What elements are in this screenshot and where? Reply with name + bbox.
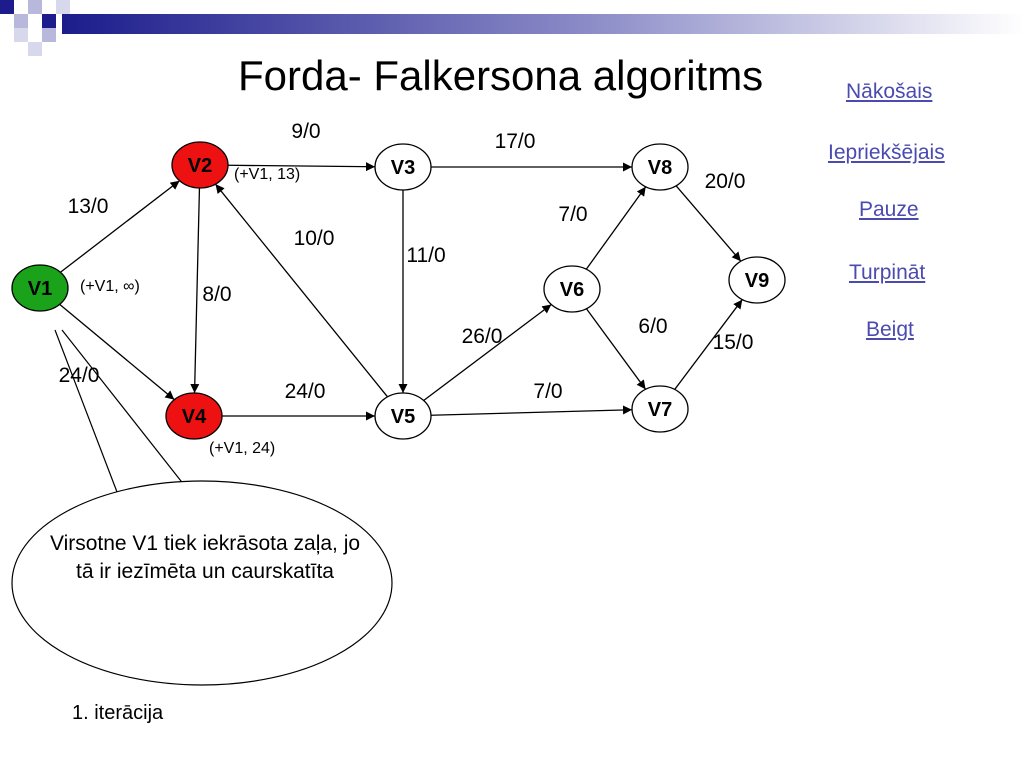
edge-label-v3-v5: 11/0 bbox=[406, 244, 445, 267]
next-link[interactable]: Nākošais bbox=[846, 80, 933, 103]
edge-labels-layer: 13/0 24/0 9/0 8/0 10/0 11/0 17/0 24/0 26/0 7/0 7/0… bbox=[59, 120, 754, 403]
edge-label-v5-v6: 26/0 bbox=[462, 325, 503, 348]
callout-tail-right bbox=[61, 329, 193, 496]
callout-text: Virsotne V1 tiek iekrāsota zaļa, jo tā i… bbox=[49, 532, 361, 583]
edge-label-v5-v2: 10/0 bbox=[294, 227, 335, 250]
edge-v5-v6 bbox=[423, 304, 552, 401]
header-decoration bbox=[0, 0, 1024, 56]
callout-bubble bbox=[11, 329, 393, 686]
node-label-v8: V8 bbox=[648, 157, 672, 179]
edge-v5-v2 bbox=[214, 183, 389, 398]
node-mark-v1: (+V1, ∞) bbox=[80, 278, 140, 295]
edge-v1-v2 bbox=[60, 180, 180, 273]
edge-v5-v7 bbox=[430, 405, 633, 416]
callout-ellipse bbox=[11, 480, 393, 686]
pause-link[interactable]: Pauze bbox=[859, 198, 919, 221]
node-marks-layer: (+V1, ∞) (+V1, 13) (+V1, 24) bbox=[80, 166, 300, 457]
deco-square bbox=[14, 14, 28, 28]
edge-label-v2-v3: 9/0 bbox=[291, 120, 320, 143]
edge-label-v2-v4: 8/0 bbox=[202, 283, 231, 306]
deco-square bbox=[28, 0, 42, 14]
callout-tail-left bbox=[54, 329, 123, 506]
node-v9 bbox=[728, 256, 786, 304]
edge-label-v5-v7: 7/0 bbox=[533, 380, 562, 403]
edge-v1-v4 bbox=[59, 303, 175, 401]
node-label-v6: V6 bbox=[560, 279, 584, 301]
node-v7 bbox=[631, 385, 689, 433]
node-label-v3: V3 bbox=[391, 157, 415, 179]
resume-link[interactable]: Turpināt bbox=[849, 261, 926, 284]
edge-label-v7-v9: 15/0 bbox=[713, 331, 754, 354]
node-label-v7: V7 bbox=[648, 399, 672, 421]
edge-v6-v8 bbox=[585, 186, 647, 270]
node-v4 bbox=[165, 392, 223, 440]
node-v6 bbox=[543, 265, 601, 313]
deco-square bbox=[56, 0, 70, 14]
node-label-v9: V9 bbox=[745, 270, 769, 292]
deco-square bbox=[42, 14, 56, 28]
deco-square bbox=[28, 42, 42, 56]
edge-label-v6-v8: 7/0 bbox=[558, 203, 587, 226]
node-v3 bbox=[374, 143, 432, 191]
end-link[interactable]: Beigt bbox=[866, 318, 914, 341]
edge-label-v3-v8: 17/0 bbox=[495, 130, 536, 153]
node-v8 bbox=[631, 143, 689, 191]
deco-square bbox=[0, 0, 14, 14]
node-mark-v2: (+V1, 13) bbox=[234, 166, 300, 183]
edge-v2-v4 bbox=[190, 187, 201, 394]
header-gradient-bar bbox=[62, 14, 1024, 34]
edge-v2-v3 bbox=[227, 162, 376, 172]
deco-square bbox=[14, 28, 28, 42]
edges-layer bbox=[59, 162, 743, 421]
edge-v7-v9 bbox=[674, 299, 743, 390]
node-mark-v4: (+V1, 24) bbox=[209, 440, 275, 457]
edge-v8-v9 bbox=[675, 185, 742, 262]
iteration-label: 1. iterācija bbox=[72, 702, 164, 724]
node-label-v1: V1 bbox=[28, 278, 52, 300]
node-v2 bbox=[171, 141, 229, 189]
edge-v6-v7 bbox=[585, 308, 647, 390]
edge-label-v8-v9: 20/0 bbox=[705, 170, 746, 193]
node-label-v2: V2 bbox=[188, 155, 212, 177]
previous-link[interactable]: Iepriekšējais bbox=[828, 141, 945, 164]
node-label-v5: V5 bbox=[391, 406, 415, 428]
deco-square bbox=[42, 28, 56, 42]
node-v5 bbox=[374, 392, 432, 440]
edge-label-v6-v7: 6/0 bbox=[638, 315, 667, 338]
node-label-v4: V4 bbox=[182, 406, 207, 428]
edge-label-v4-v5: 24/0 bbox=[285, 380, 326, 403]
slide-title: Forda- Falkersona algoritms bbox=[238, 52, 764, 99]
edge-label-v1-v4: 24/0 bbox=[59, 364, 100, 387]
edge-label-v1-v2: 13/0 bbox=[68, 195, 109, 218]
node-v1 bbox=[11, 264, 69, 312]
